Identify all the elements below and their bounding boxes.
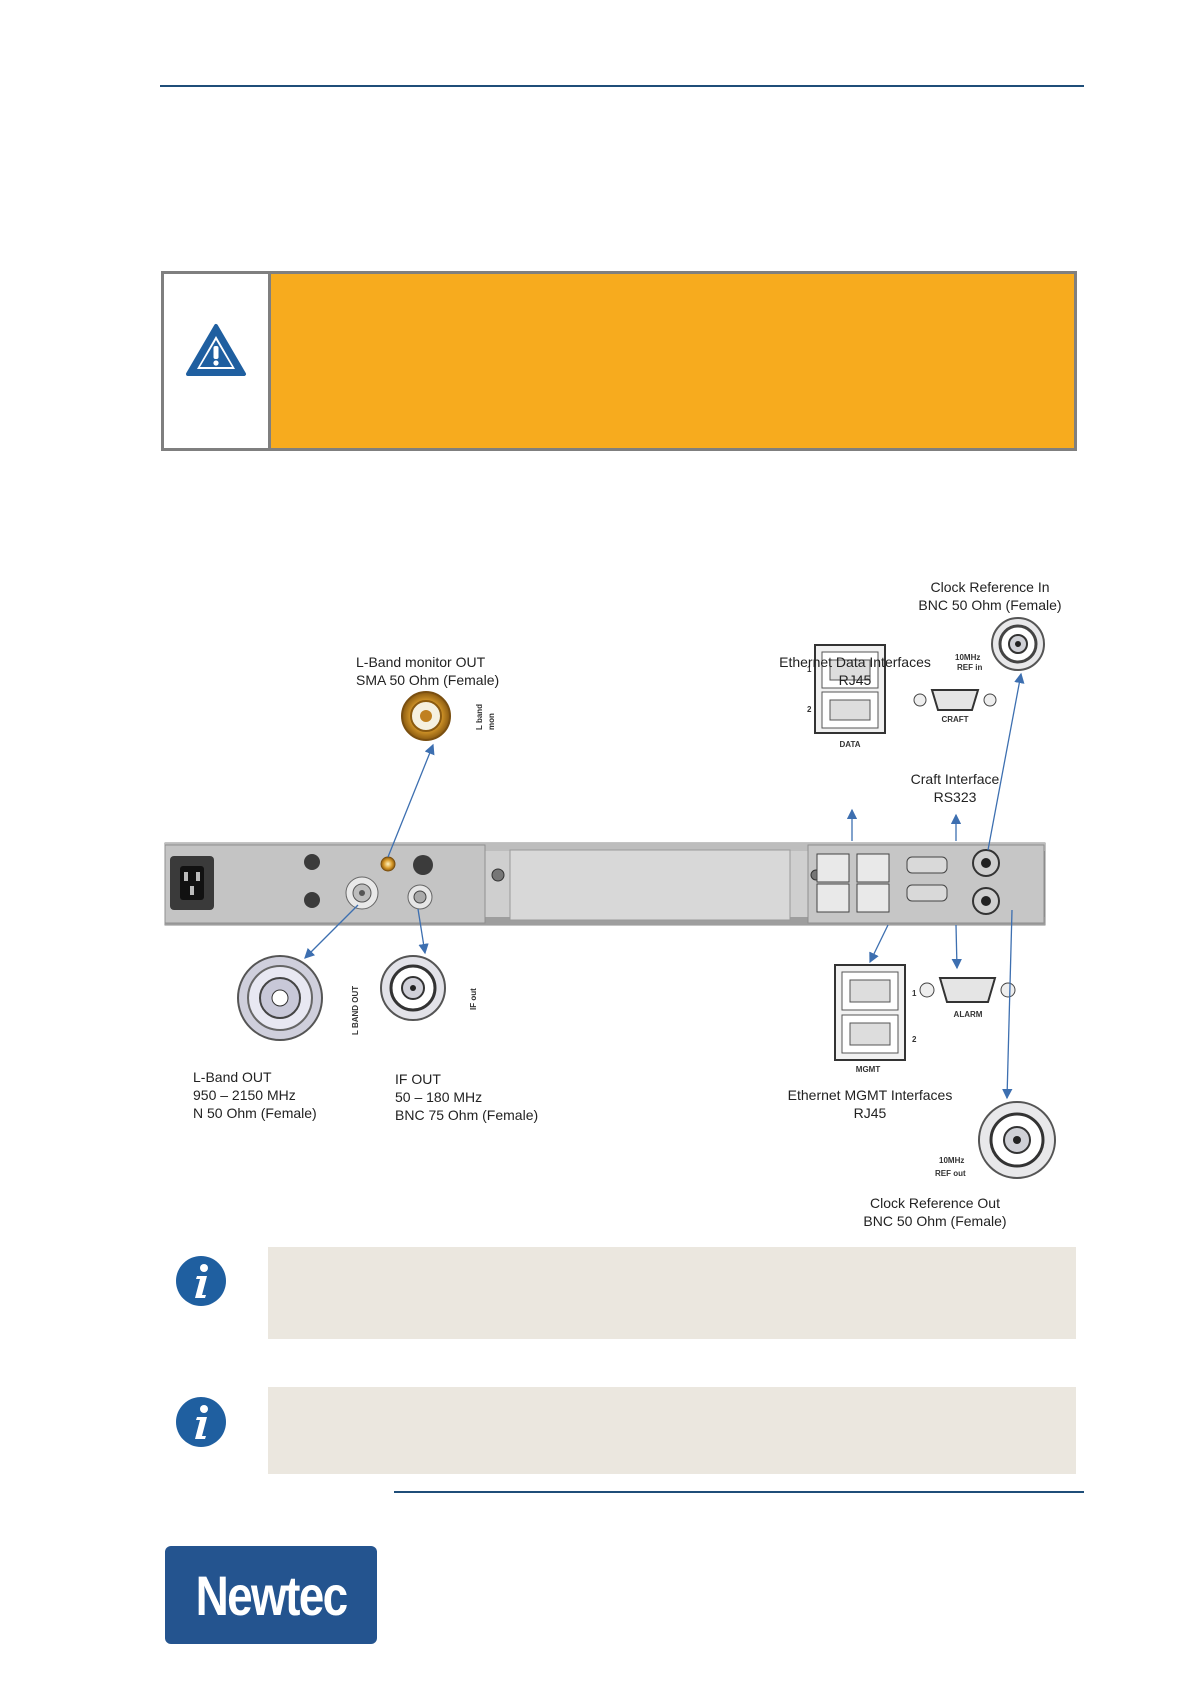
data-port1-text: 1	[807, 665, 812, 674]
warning-icon	[186, 324, 246, 376]
lband-monitor-label: L-Band monitor OUT SMA 50 Ohm (Female)	[356, 654, 500, 688]
if-out-connector: IF out	[380, 955, 478, 1021]
footer-rule	[394, 1491, 1084, 1493]
logo-text: Newtec	[195, 1563, 349, 1627]
info-icon	[176, 1397, 226, 1447]
note-box	[268, 1247, 1076, 1339]
alarm-connector: ALARM	[919, 977, 1016, 1019]
clock-ref-in-label: Clock Reference In BNC 50 Ohm (Female)	[918, 579, 1062, 613]
ethernet-mgmt-connector: 1 2 MGMT	[834, 964, 917, 1074]
mgmt-port1-text: 1	[912, 989, 917, 998]
ethernet-data-label: Ethernet Data Interfaces RJ45	[779, 654, 931, 688]
ref-out-text-2: REF out	[935, 1169, 966, 1178]
ethernet-data-connector: 1 2 DATA	[807, 644, 886, 749]
data-port2-text: 2	[807, 705, 812, 714]
data-text: DATA	[839, 740, 860, 749]
craft-interface-label: Craft Interface RS323	[910, 771, 1000, 805]
if-out-text: IF out	[469, 988, 478, 1010]
connector-figure: 10MHz REF in L band mon 1 2 DATA	[160, 560, 1080, 1240]
lband-out-text: L BAND OUT	[351, 986, 360, 1035]
lband-out-connector: L BAND OUT	[237, 955, 360, 1041]
warning-box	[161, 271, 1077, 451]
if-out-label: IF OUT 50 – 180 MHz BNC 75 Ohm (Female)	[395, 1071, 539, 1123]
clock-ref-in-connector: 10MHz REF in	[955, 617, 1045, 672]
alarm-text: ALARM	[954, 1010, 983, 1019]
craft-text: CRAFT	[941, 715, 968, 724]
header-rule	[160, 85, 1084, 87]
warning-icon-cell	[164, 274, 271, 448]
newtec-logo: Newtec	[165, 1546, 377, 1644]
note-box	[268, 1387, 1076, 1474]
info-icon	[176, 1256, 226, 1306]
lband-mon-text-2: mon	[487, 713, 496, 730]
warning-body	[271, 274, 1074, 448]
clock-ref-out-connector: 10MHz REF out	[935, 1101, 1056, 1179]
mgmt-text: MGMT	[856, 1065, 881, 1074]
ethernet-mgmt-label: Ethernet MGMT Interfaces RJ45	[787, 1087, 953, 1121]
lband-mon-text: L band	[475, 704, 484, 730]
rear-panel	[164, 842, 1046, 926]
ref-in-text-2: REF in	[957, 663, 982, 672]
ref-out-text: 10MHz	[939, 1156, 964, 1165]
callout-arrows	[304, 672, 1025, 1100]
clock-ref-out-label: Clock Reference Out BNC 50 Ohm (Female)	[863, 1195, 1007, 1229]
ref-in-text: 10MHz	[955, 653, 980, 662]
rear-panel-diagram: 10MHz REF in L band mon 1 2 DATA	[164, 617, 1056, 1179]
craft-connector: CRAFT	[913, 689, 997, 724]
mgmt-port2-text: 2	[912, 1035, 917, 1044]
lband-monitor-connector: L band mon	[401, 691, 496, 741]
lband-out-label: L-Band OUT 950 – 2150 MHz N 50 Ohm (Fema…	[193, 1069, 317, 1121]
